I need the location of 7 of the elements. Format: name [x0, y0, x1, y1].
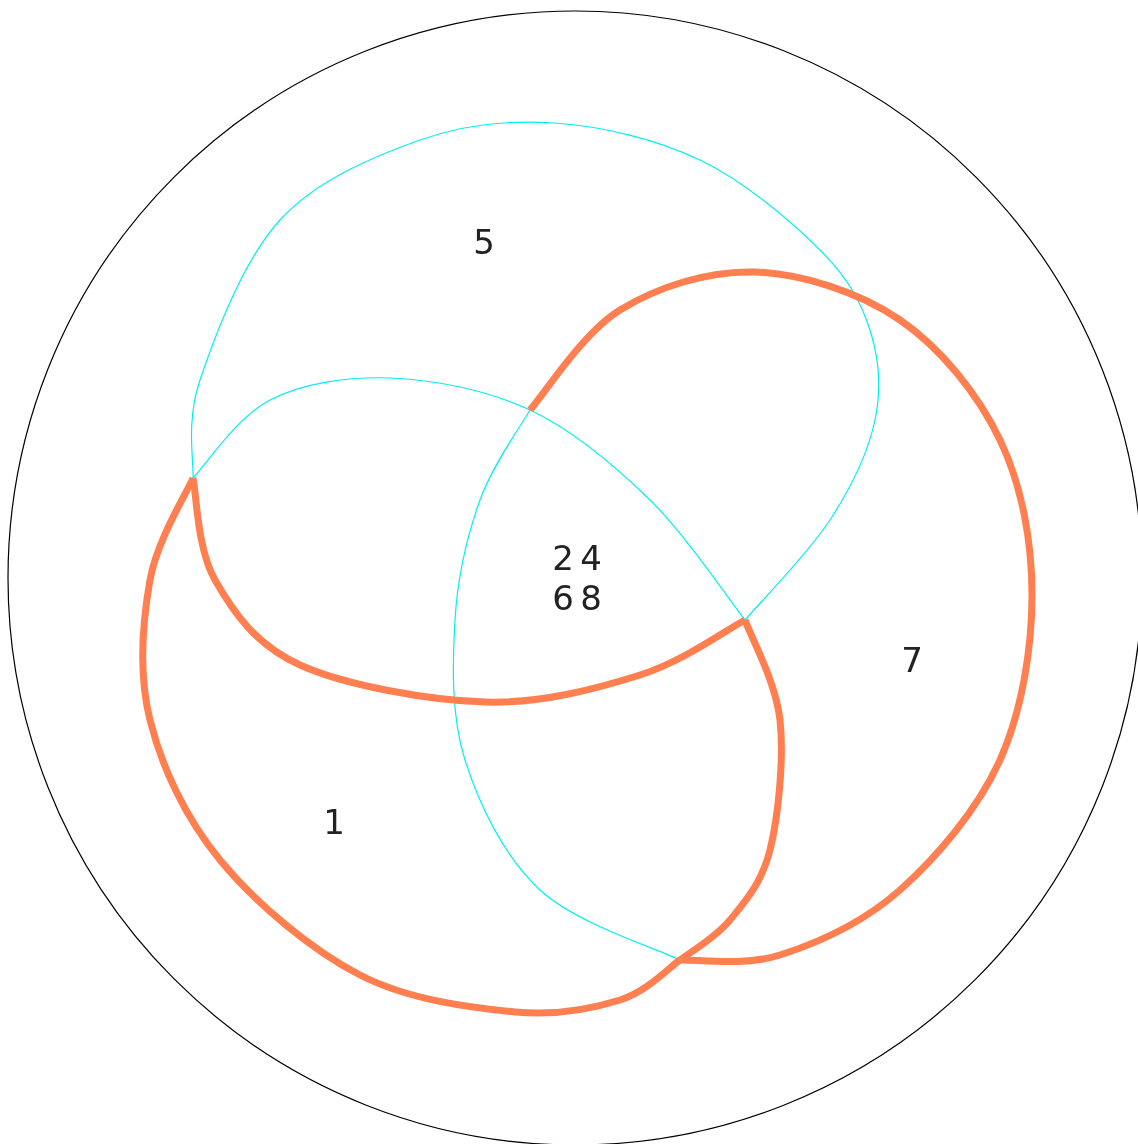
region-number: 8 — [580, 581, 602, 615]
region-number: 6 — [552, 581, 574, 615]
region-number: 4 — [580, 541, 602, 575]
region-number: 2 — [552, 541, 574, 575]
region-number: 5 — [473, 225, 495, 259]
region-number: 1 — [323, 805, 345, 839]
region-number: 7 — [901, 643, 923, 677]
